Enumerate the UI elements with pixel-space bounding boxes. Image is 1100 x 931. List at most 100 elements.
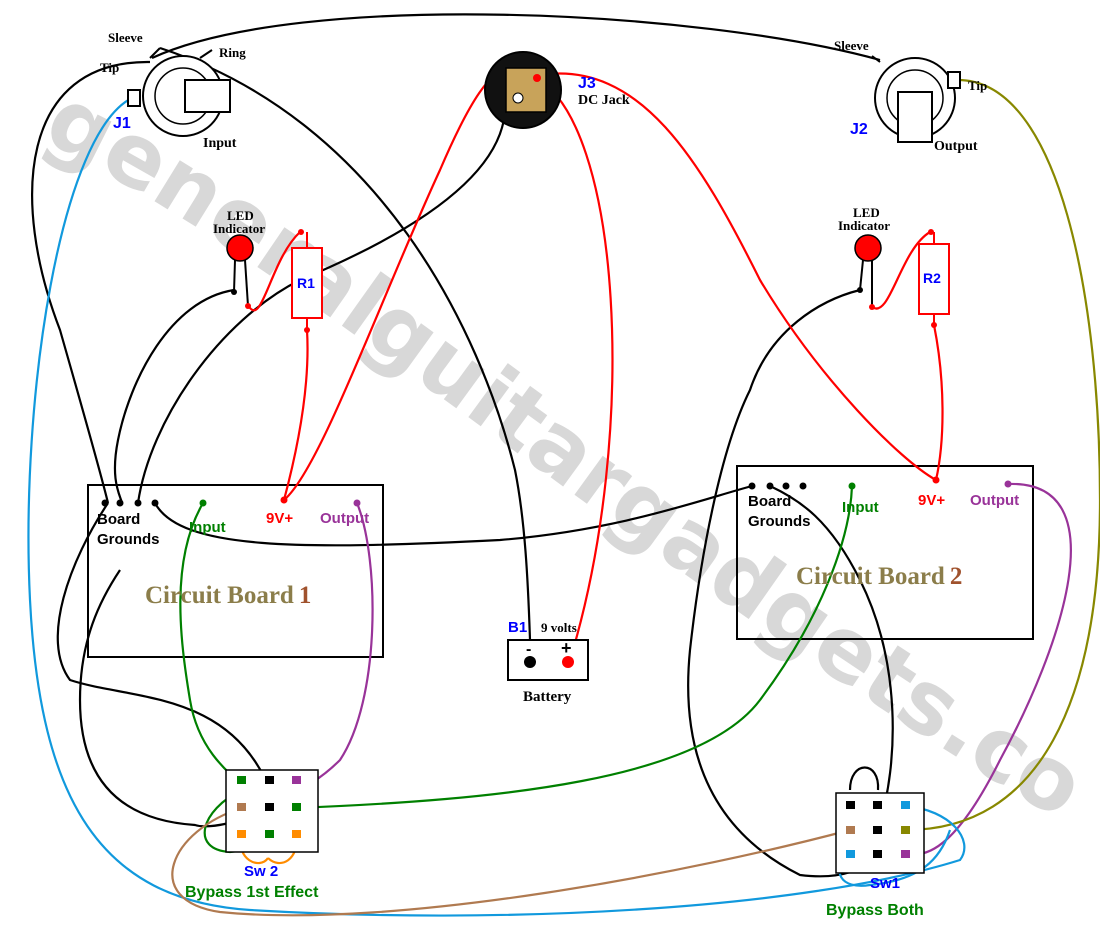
battery-b1 (507, 639, 589, 681)
sw2-lug-1c (292, 776, 301, 784)
r2-dot-bottom (931, 322, 937, 328)
j1-ring-label: Ring (219, 45, 246, 60)
led2-bulb (854, 234, 882, 262)
b2-ground-dot-2 (766, 482, 774, 490)
r1-label: R1 (297, 275, 315, 291)
j3-lug-plate (505, 67, 547, 113)
wire-sw2-to-board2-input (294, 485, 854, 810)
sw1-lug-3a (846, 850, 855, 858)
j2-tip-label: Tip (968, 78, 987, 93)
b2-input-label: Input (842, 499, 879, 516)
battery-neg-terminal (524, 656, 536, 668)
battery-id-label: B1 (508, 619, 527, 636)
b1-input-label: Input (189, 519, 226, 536)
b2-grounds-line2: Grounds (748, 513, 811, 530)
wire-r2-to-9v2 (932, 324, 944, 481)
r1-dot-top (298, 229, 304, 235)
b1-ground-dot-1 (101, 499, 109, 507)
b2-9v-label: 9V+ (918, 492, 945, 509)
b2-grounds-line1: Board (748, 493, 791, 510)
led1-anode-dot (245, 303, 251, 309)
j3-plus-contact (533, 74, 541, 82)
b2-output-label: Output (970, 492, 1019, 509)
wire-board1-to-board2-ground (154, 484, 753, 547)
sw2-lug-2b (265, 803, 274, 811)
j2-name-label: Output (934, 139, 978, 154)
j3-center-pin (512, 92, 524, 104)
wire-ground-to-sw2 (56, 502, 272, 791)
b2-ground-dot-1 (748, 482, 756, 490)
b1-title-num: 1 (299, 582, 312, 609)
led1-cathode-lead (233, 259, 236, 293)
wire-sw2-center-to-ground (78, 569, 266, 828)
r2-dot-top (928, 229, 934, 235)
resistor-r1 (291, 229, 323, 333)
jack-j2 (871, 55, 961, 143)
sw2-id-label: Sw 2 (244, 863, 278, 880)
sw2-lug-3a (237, 830, 246, 838)
board2-terminals (748, 476, 1012, 490)
sw2-lug-2c (292, 803, 301, 811)
sw2-caption: Bypass 1st Effect (185, 884, 319, 901)
battery-pos-label: + (561, 638, 572, 658)
led1-anode-lead (244, 259, 249, 307)
sw2-lug-1a (237, 776, 246, 784)
j2-id-label: J2 (850, 121, 868, 138)
wire-j1-tip-to-sw1 (27, 95, 966, 917)
led2-label-line1: LED (853, 205, 880, 220)
wire-led2-to-sw1 (687, 288, 877, 878)
switch-sw1 (835, 792, 925, 874)
battery-name-label: Battery (523, 689, 572, 705)
r2-label: R2 (923, 270, 941, 286)
led2-cathode-dot (857, 287, 863, 293)
sw1-lug-3b (873, 850, 882, 858)
j1-tip-lug (127, 89, 141, 107)
j2-barrel (897, 91, 933, 143)
j3-id-label: J3 (578, 75, 596, 92)
b1-input-dot (199, 499, 207, 507)
b2-ground-dot-3 (782, 482, 790, 490)
b2-input-dot (848, 482, 856, 490)
b2-ground-dot-4 (799, 482, 807, 490)
b2-title-text: Circuit Board (796, 563, 945, 590)
wire-led2-to-r2 (871, 231, 931, 310)
led2-cathode-lead (859, 259, 864, 291)
b1-9v-label: 9V+ (266, 510, 293, 527)
b1-output-label: Output (320, 510, 369, 527)
b1-ground-dot-3 (134, 499, 142, 507)
led1-assembly (226, 234, 254, 309)
wire-dc-jack-to-battery (534, 77, 614, 661)
sw1-lug-3c (901, 850, 910, 858)
b1-grounds-line2: Grounds (97, 531, 160, 548)
wire-j1-sleeve-to-board1-ground (31, 60, 151, 504)
wire-board2-ground-to-sw1 (769, 485, 894, 831)
sw2-lug-3b (265, 830, 274, 838)
sw1-lug-2a (846, 826, 855, 834)
sw1-lug-1b (873, 801, 882, 809)
b2-title-num: 2 (950, 563, 963, 590)
wire-sw1-jumper (848, 766, 880, 791)
sw1-lug-2c (901, 826, 910, 834)
led1-label-line2: Indicator (213, 221, 265, 236)
battery-volts-label: 9 volts (541, 620, 577, 635)
j1-name-label: Input (203, 136, 237, 151)
j1-barrel (184, 79, 231, 113)
led2-anode-dot (869, 304, 875, 310)
j2-sleeve-lug (871, 55, 881, 63)
r1-dot-bottom (304, 327, 310, 333)
b1-ground-dot-4 (151, 499, 159, 507)
circuit-board-2 (736, 465, 1034, 640)
b1-ground-dot-2 (116, 499, 124, 507)
b1-output-dot (353, 499, 361, 507)
resistor-r2 (918, 229, 950, 328)
led2-assembly (854, 234, 882, 310)
j1-ring-lug (199, 49, 213, 59)
j1-sleeve-lug (149, 47, 161, 59)
circuit-board-1 (87, 484, 384, 658)
wire-led1-to-r1 (247, 231, 301, 312)
jack-j1 (127, 47, 231, 137)
wire-r1-to-9v1 (282, 329, 309, 501)
wire-sleeve-to-sleeve (151, 13, 881, 62)
b2-9v-dot (932, 476, 940, 484)
